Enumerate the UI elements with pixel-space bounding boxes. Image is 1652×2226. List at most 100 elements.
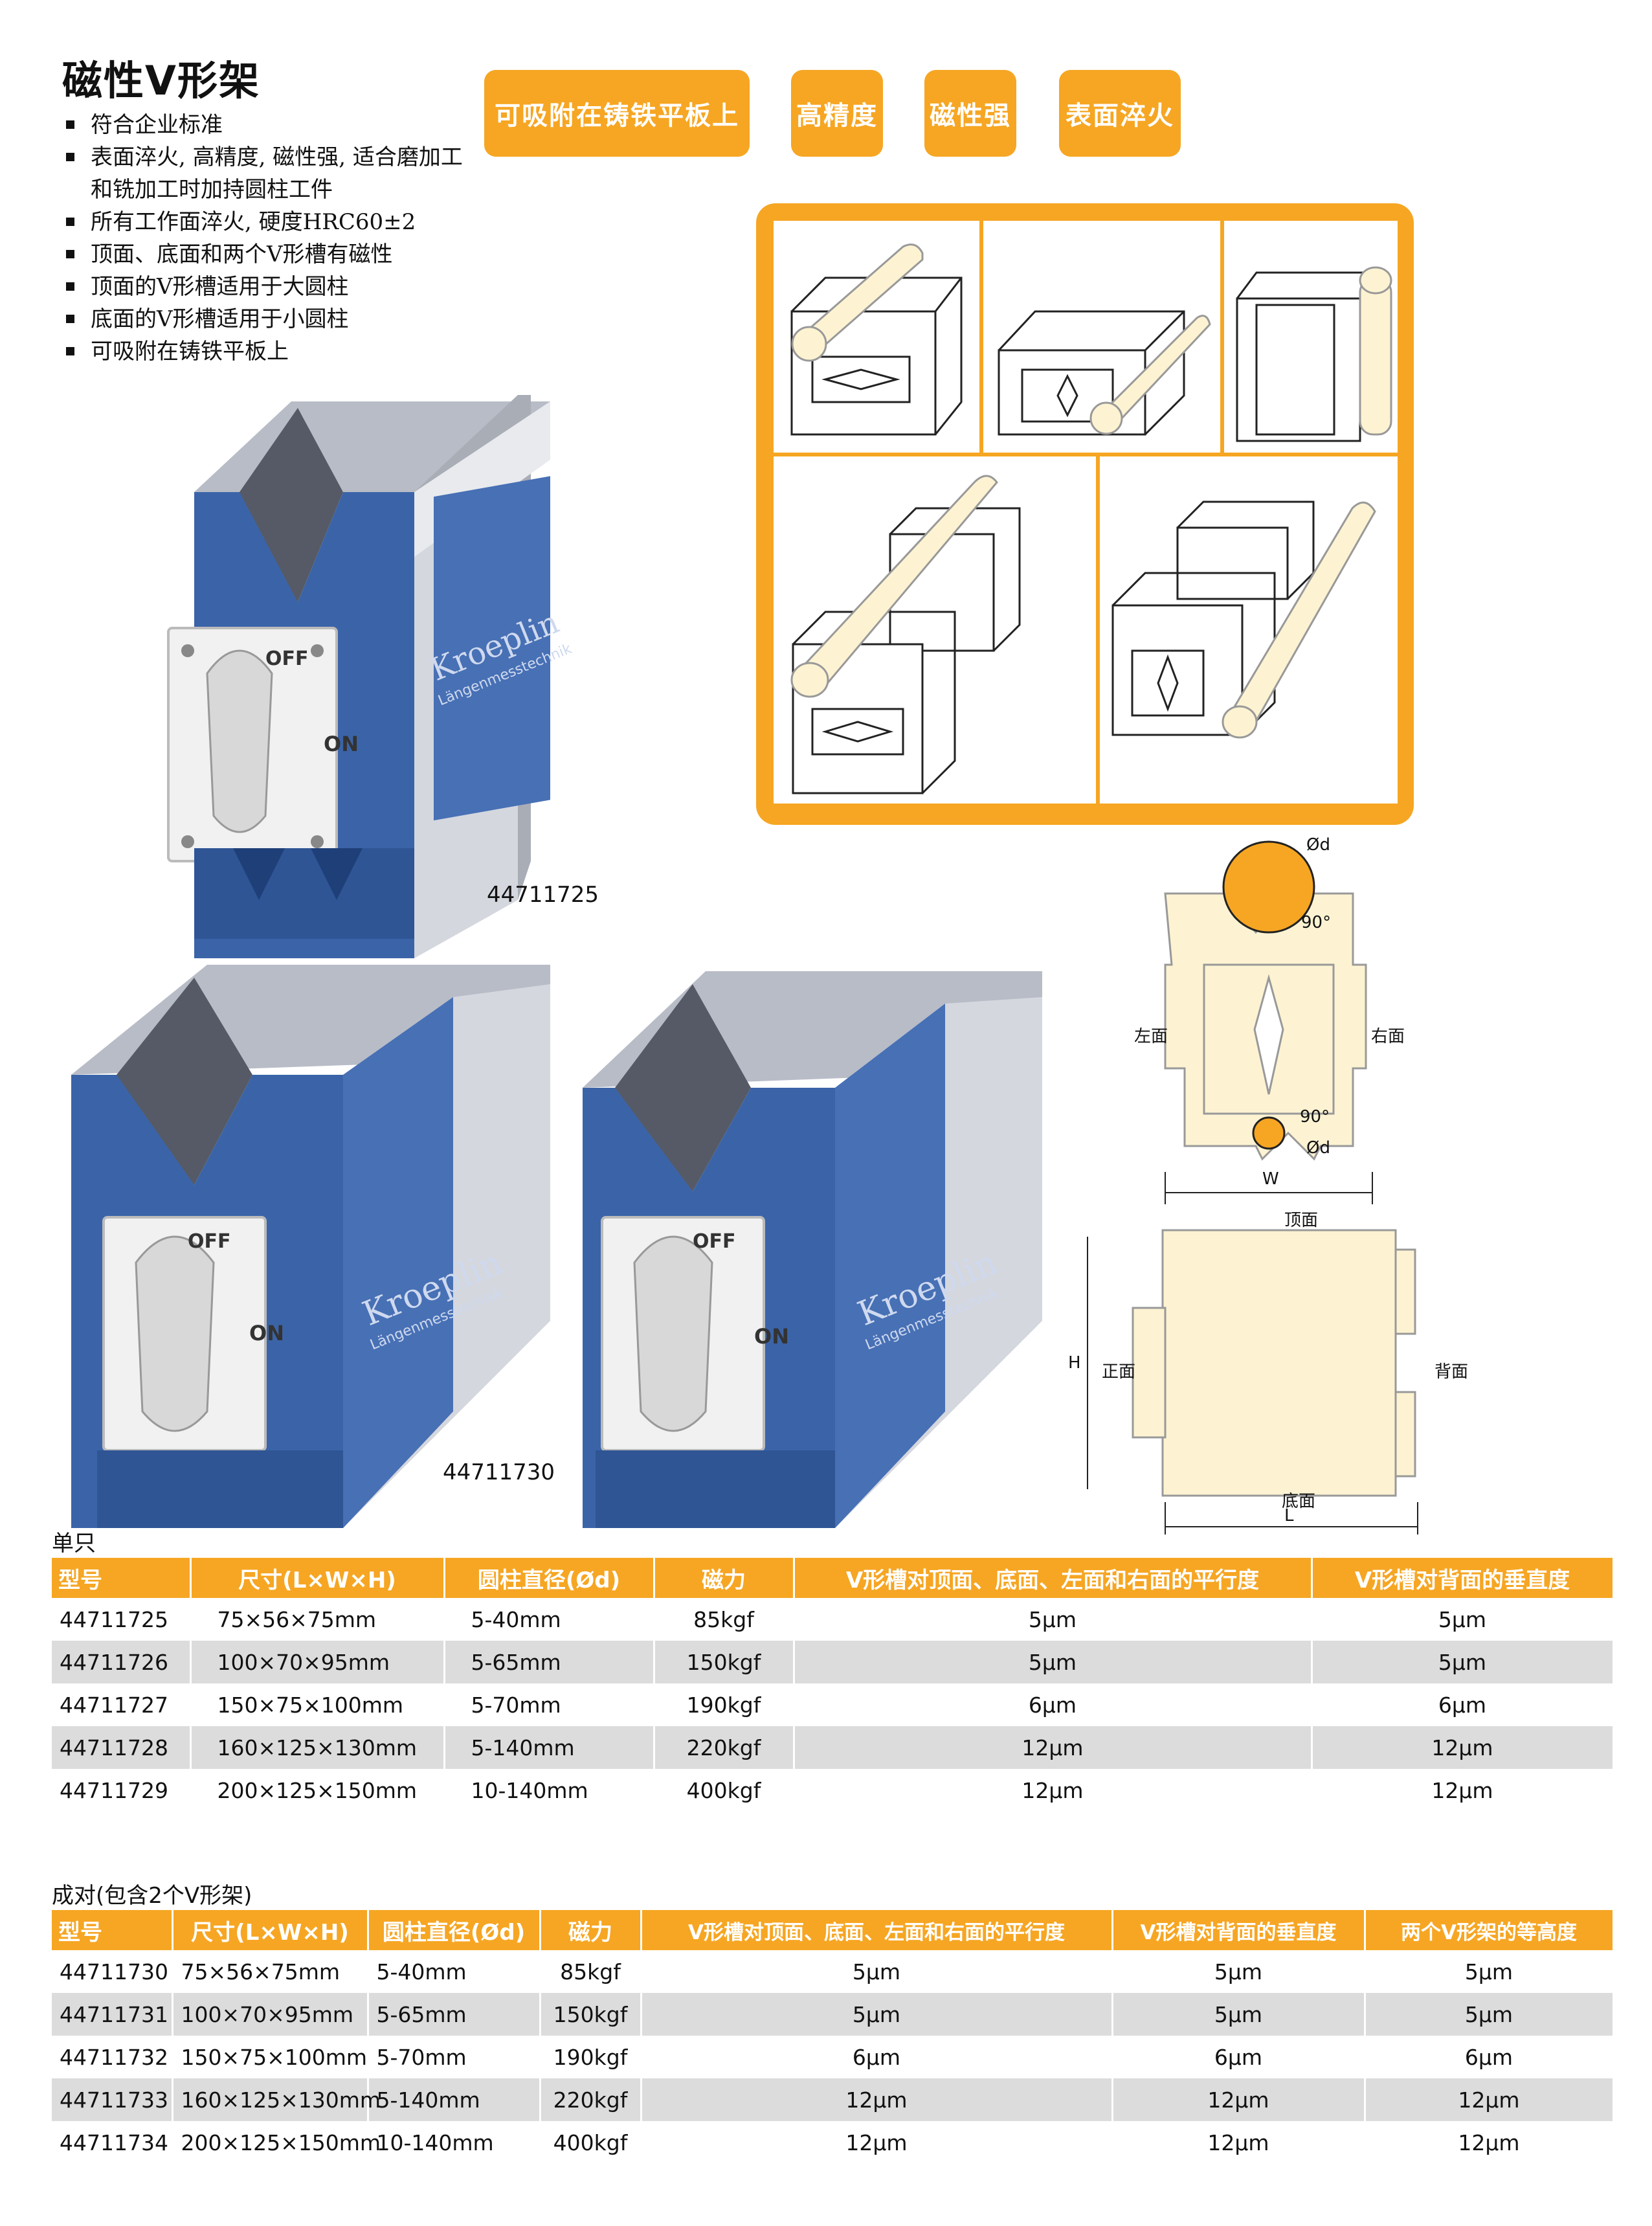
- table-cell: 100×70×95mm: [172, 1993, 369, 2036]
- vblock-line-drawing: [1236, 266, 1392, 442]
- table-cell: 75×56×75mm: [172, 1950, 369, 1993]
- product-code-label: 44711725: [487, 882, 599, 908]
- column-header: 圆柱直径(Ød): [444, 1558, 655, 1598]
- angle-label: 90°: [1301, 913, 1332, 932]
- table-cell: 75×56×75mm: [190, 1598, 445, 1641]
- diameter-label: Ød: [1306, 1138, 1330, 1158]
- application-diagram-2: [981, 219, 1222, 455]
- table-row: 44711728 160×125×130mm 5-140mm 220kgf 12…: [52, 1726, 1614, 1769]
- feature-item: 符合企业标准: [66, 109, 480, 141]
- product-code-label: 44711730: [443, 1459, 555, 1485]
- table-row: 44711734 200×125×150mm 10-140mm 400kgf 1…: [52, 2121, 1614, 2164]
- table-cell: 6μm: [794, 1683, 1313, 1726]
- feature-item: 顶面的V形槽适用于大圆柱: [66, 271, 480, 303]
- table-cell: 5μm: [641, 1993, 1113, 2036]
- table-cell: 5μm: [1312, 1598, 1614, 1641]
- column-header: 两个V形架的等高度: [1365, 1910, 1614, 1950]
- table-cell: 12μm: [1312, 1769, 1614, 1812]
- front-view-diagram: Ød 90° 90° Ød W: [1113, 835, 1411, 1224]
- table2-caption: 成对(包含2个V形架): [52, 1883, 252, 1909]
- application-diagram-1: [772, 219, 981, 455]
- application-diagrams: [756, 203, 1414, 825]
- table-cell: 150kgf: [654, 1641, 795, 1683]
- table-cell: 44711728: [52, 1726, 192, 1769]
- table-cell: 5μm: [1112, 1993, 1366, 2036]
- table-cell: 12μm: [1112, 2078, 1366, 2121]
- table-cell: 5μm: [641, 1950, 1113, 1993]
- switch-off-label: OFF: [265, 647, 309, 670]
- diameter-label: Ød: [1306, 835, 1330, 855]
- table-row: 44711729 200×125×150mm 10-140mm 400kgf 1…: [52, 1769, 1614, 1812]
- column-header: V形槽对顶面、底面、左面和右面的平行度: [794, 1558, 1313, 1598]
- feature-item: 可吸附在铸铁平板上: [66, 335, 480, 368]
- pair-spec-table: 型号 尺寸(L×W×H) 圆柱直径(Ød) 磁力 V形槽对顶面、底面、左面和右面…: [52, 1910, 1614, 2164]
- feature-item: 表面淬火, 高精度, 磁性强, 适合磨加工和铣加工时加持圆柱工件: [66, 141, 480, 206]
- column-header: 磁力: [654, 1558, 795, 1598]
- feature-item: 所有工作面淬火, 硬度HRC60±2: [66, 206, 480, 238]
- feature-item: 顶面、底面和两个V形槽有磁性: [66, 238, 480, 271]
- table-cell: 5-70mm: [444, 1683, 655, 1726]
- vblock-pair-line-drawing: [1111, 500, 1376, 739]
- table-cell: 200×125×150mm: [172, 2121, 381, 2164]
- feature-list: 符合企业标准 表面淬火, 高精度, 磁性强, 适合磨加工和铣加工时加持圆柱工件 …: [66, 109, 480, 368]
- column-header: 尺寸(L×W×H): [190, 1558, 445, 1598]
- table-cell: 12μm: [1365, 2121, 1614, 2164]
- switch-off-label: OFF: [693, 1230, 736, 1253]
- table-cell: 6μm: [641, 2036, 1113, 2078]
- table-cell: 5μm: [1365, 1993, 1614, 2036]
- switch-on-label: ON: [324, 732, 359, 756]
- table-header-row: 型号 尺寸(L×W×H) 圆柱直径(Ød) 磁力 V形槽对顶面、底面、左面和右面…: [52, 1558, 1614, 1598]
- column-header: V形槽对背面的垂直度: [1312, 1558, 1614, 1598]
- badge-hardened: 表面淬火: [1059, 70, 1181, 157]
- table-cell: 5-65mm: [368, 1993, 541, 2036]
- switch-on-label: ON: [754, 1324, 789, 1349]
- table-cell: 150×75×100mm: [190, 1683, 445, 1726]
- top-face-label: 顶面: [1284, 1211, 1319, 1230]
- column-header: 尺寸(L×W×H): [172, 1910, 369, 1950]
- table-cell: 400kgf: [540, 2121, 642, 2164]
- column-header: 磁力: [540, 1910, 642, 1950]
- table-cell: 12μm: [641, 2078, 1113, 2121]
- application-diagram-3: [1222, 219, 1400, 455]
- front-view-drawing: [1164, 840, 1373, 1204]
- table-cell: 44711731: [52, 1993, 173, 2036]
- table-cell: 44711726: [52, 1641, 192, 1683]
- table-cell: 400kgf: [654, 1769, 795, 1812]
- column-header: 型号: [52, 1558, 192, 1598]
- vblock-line-drawing: [998, 310, 1211, 436]
- vblock-pair-photo: [71, 965, 1042, 1528]
- table-cell: 5-140mm: [368, 2078, 541, 2121]
- width-label: W: [1262, 1169, 1279, 1189]
- table-cell: 5-40mm: [444, 1598, 655, 1641]
- bottom-face-label: 底面: [1282, 1492, 1316, 1511]
- table-cell: 150kgf: [540, 1993, 642, 2036]
- badge-precision: 高精度: [791, 70, 883, 157]
- table-row: 44711730 75×56×75mm 5-40mm 85kgf 5μm 5μm…: [52, 1950, 1614, 1993]
- badge-cast-iron: 可吸附在铸铁平板上: [484, 70, 750, 157]
- vblock-photo: [136, 395, 576, 958]
- table-cell: 44711730: [52, 1950, 173, 1993]
- side-view-drawing: [1087, 1229, 1418, 1535]
- vblock-line-drawing: [790, 243, 963, 436]
- table-cell: 44711732: [52, 2036, 173, 2078]
- table-cell: 5μm: [1365, 1950, 1614, 1993]
- vblock-pair-line-drawing: [790, 475, 1021, 794]
- table-cell: 6μm: [1312, 1683, 1614, 1726]
- table-cell: 12μm: [1365, 2078, 1614, 2121]
- length-label: L: [1284, 1506, 1294, 1525]
- table1-caption: 单只: [52, 1531, 96, 1557]
- height-label: H: [1068, 1353, 1081, 1373]
- single-spec-table: 型号 尺寸(L×W×H) 圆柱直径(Ød) 磁力 V形槽对顶面、底面、左面和右面…: [52, 1558, 1614, 1812]
- front-face-label: 正面: [1102, 1362, 1136, 1382]
- table-cell: 12μm: [1112, 2121, 1366, 2164]
- table-cell: 44711733: [52, 2078, 173, 2121]
- table-cell: 12μm: [794, 1726, 1313, 1769]
- column-header: V形槽对顶面、底面、左面和右面的平行度: [641, 1910, 1113, 1950]
- table-row: 44711732 150×75×100mm 5-70mm 190kgf 6μm …: [52, 2036, 1614, 2078]
- column-header: 圆柱直径(Ød): [368, 1910, 541, 1950]
- table-cell: 200×125×150mm: [190, 1769, 445, 1812]
- badge-magnetic: 磁性强: [924, 70, 1016, 157]
- table-row: 44711725 75×56×75mm 5-40mm 85kgf 5μm 5μm: [52, 1598, 1614, 1641]
- table-cell: 160×125×130mm: [190, 1726, 445, 1769]
- table-cell: 5μm: [794, 1641, 1313, 1683]
